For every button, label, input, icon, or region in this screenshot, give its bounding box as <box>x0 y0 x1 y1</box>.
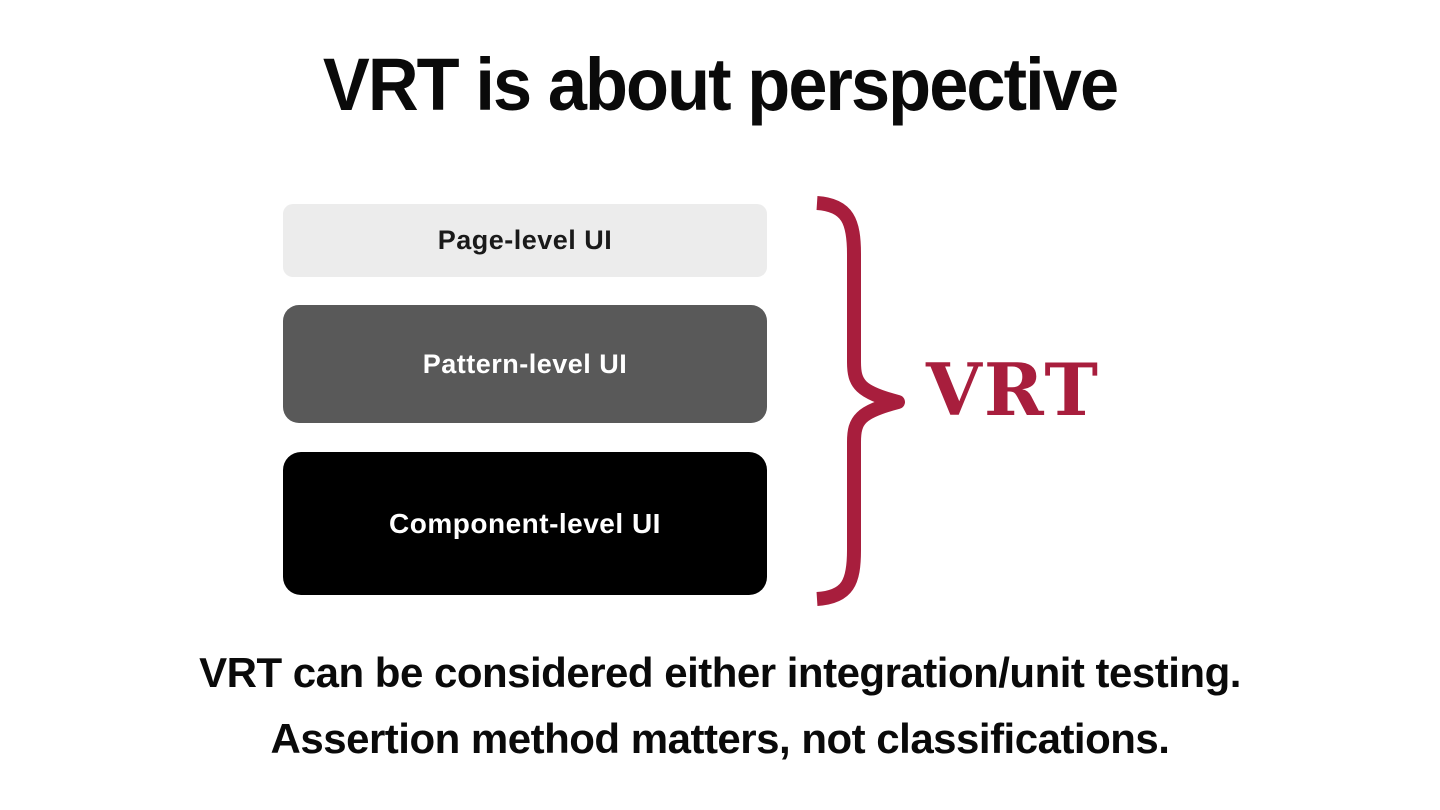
layer-pattern-level: Pattern-level UI <box>283 305 767 423</box>
layer-page-level: Page-level UI <box>283 204 767 277</box>
layer-page-level-label: Page-level UI <box>437 225 613 255</box>
vrt-label: VRT <box>926 347 1101 432</box>
page-title: VRT is about perspective <box>322 43 1119 126</box>
footer-line-2: Assertion method matters, not classifica… <box>270 715 1170 762</box>
layer-pattern-level-label: Pattern-level UI <box>422 348 628 379</box>
footer-line-1: VRT can be considered either integration… <box>199 649 1241 696</box>
footer-note: VRT can be considered either integration… <box>0 640 1440 772</box>
layer-component-level: Component-level UI <box>283 452 767 595</box>
layer-component-level-label: Component-level UI <box>389 507 661 539</box>
curly-brace-icon <box>816 196 905 606</box>
